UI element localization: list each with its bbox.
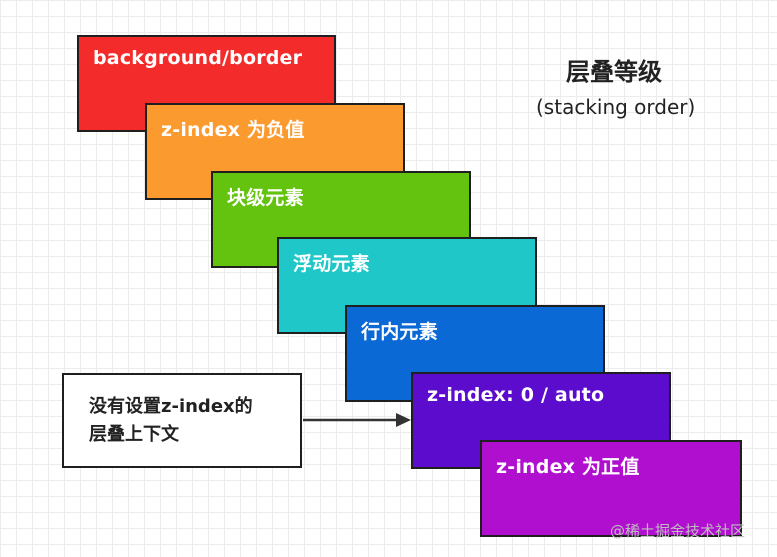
layer-label: 浮动元素 (293, 253, 370, 275)
note-box: 没有设置z-index的 层叠上下文 (62, 373, 302, 468)
layer-label: background/border (93, 47, 303, 69)
watermark: @稀土掘金技术社区 (610, 522, 746, 540)
layer-label: z-index 为正值 (496, 456, 640, 478)
layer-label: 行内元素 (361, 321, 438, 343)
layer-label: 块级元素 (227, 187, 304, 209)
diagram-title: 层叠等级 (566, 58, 662, 86)
note-line-1: 没有设置z-index的 (89, 395, 253, 417)
layer-label: z-index: 0 / auto (427, 384, 605, 406)
note-line-2: 层叠上下文 (89, 423, 179, 445)
diagram-subtitle: (stacking order) (536, 95, 696, 119)
layer-label: z-index 为负值 (161, 119, 305, 141)
layer-positive-z-index: z-index 为正值 (480, 440, 742, 537)
